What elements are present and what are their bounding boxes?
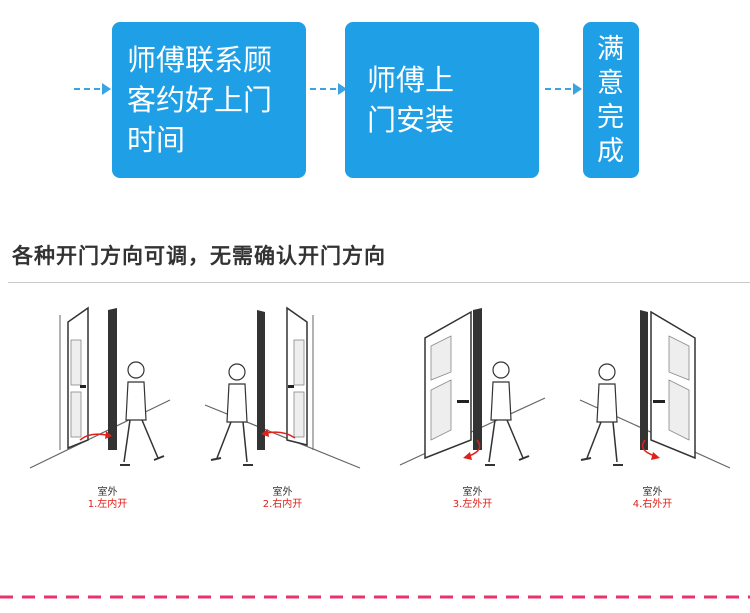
dashed-divider [0, 595, 750, 599]
step-text-install: 师傅上 门安装 [367, 63, 455, 137]
section-title: 各种开门方向可调，无需确认开门方向 [12, 244, 386, 268]
step-box-install: 师傅上 门安装 [345, 22, 539, 178]
door-left-outward-illustration [399, 308, 546, 466]
flow-arrow-2 [310, 83, 347, 95]
flow-arrow-1 [74, 83, 111, 95]
door-diagram-2: 室外 2.右内开 [195, 300, 370, 515]
step-text-complete: 满 意 完 成 [597, 34, 624, 167]
door-left-inward-illustration [29, 306, 171, 469]
door-3-type-label: 3.左外开 [452, 499, 493, 510]
door-diagram-1: 室外 1.左内开 [20, 300, 195, 515]
door-4-outside-label: 室外 [642, 487, 663, 498]
door-right-inward-illustration [204, 306, 361, 469]
step-text-contact: 师傅联系顾 客约好上门 时间 [127, 43, 273, 157]
door-2-type-label: 2.右内开 [262, 499, 303, 510]
flow-arrow-3 [545, 83, 582, 95]
door-right-outward-illustration [579, 310, 731, 469]
door-1-type-label: 1.左内开 [87, 499, 128, 510]
door-1-outside-label: 室外 [97, 487, 118, 498]
door-4-type-label: 4.右外开 [632, 499, 673, 510]
title-divider [8, 282, 750, 283]
step-box-contact: 师傅联系顾 客约好上门 时间 [112, 22, 306, 178]
door-2-outside-label: 室外 [272, 487, 293, 498]
door-diagram-3: 室外 3.左外开 [385, 300, 560, 515]
door-diagram-4: 室外 4.右外开 [565, 300, 740, 515]
door-3-outside-label: 室外 [462, 487, 483, 498]
step-box-complete: 满 意 完 成 [583, 22, 639, 178]
